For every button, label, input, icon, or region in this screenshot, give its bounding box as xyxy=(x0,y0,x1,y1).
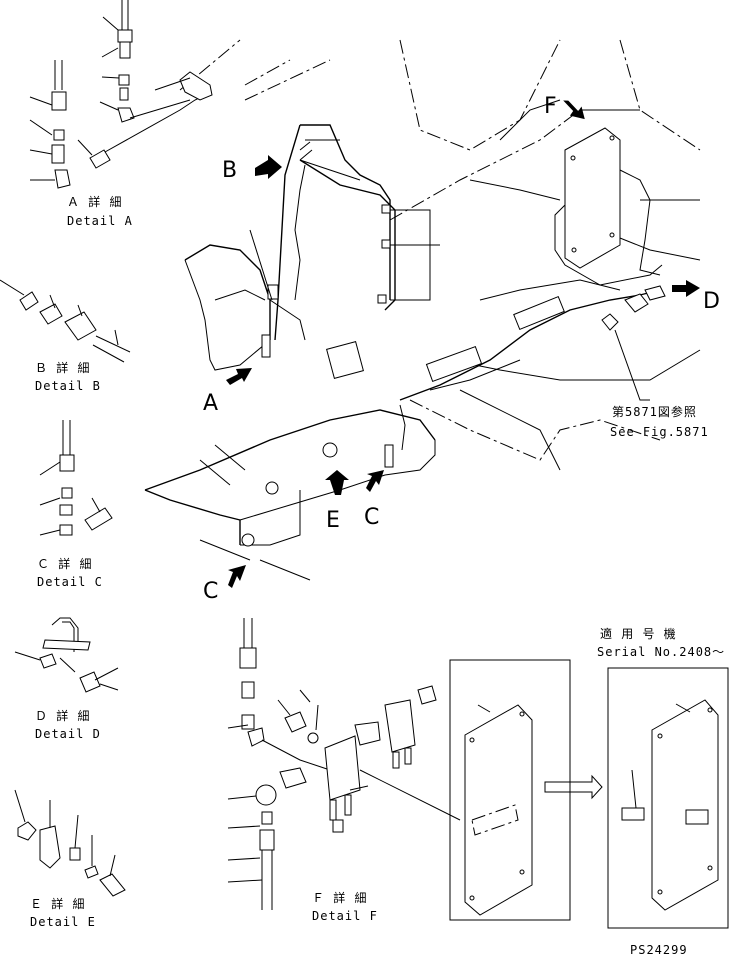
detail-b-caption-en: Detail B xyxy=(35,379,101,393)
view-arrows xyxy=(226,100,700,588)
detail-b-parts xyxy=(0,279,131,363)
view-label-b: B xyxy=(222,158,238,183)
detail-a-parts xyxy=(29,0,213,189)
detail-b-caption-jp: Ｂ 詳 細 xyxy=(35,361,91,375)
view-label-d: D xyxy=(703,289,720,314)
reference-jp: 第5871図参照 xyxy=(612,405,697,419)
detail-a-caption-en: Detail A xyxy=(67,214,133,228)
panel-before xyxy=(449,659,571,921)
view-label-c: C xyxy=(364,505,380,530)
detail-d-caption-en: Detail D xyxy=(35,727,101,741)
main-frame-outline xyxy=(144,39,701,581)
panel-after xyxy=(607,667,729,929)
grease-lines xyxy=(241,141,666,547)
view-label-e: E xyxy=(326,508,340,533)
detail-f-caption-jp: Ｆ 詳 細 xyxy=(312,891,368,905)
view-label-a: A xyxy=(203,391,219,416)
detail-f-parts xyxy=(227,618,461,910)
transition-arrow xyxy=(544,774,603,800)
detail-d-parts xyxy=(14,617,119,693)
view-label-c2: C xyxy=(203,579,219,604)
figure-number: PS24299 xyxy=(630,943,688,957)
serial-en: Serial No.2408～ xyxy=(597,645,726,659)
detail-e-caption-jp: Ｅ 詳 細 xyxy=(30,897,86,911)
grease-panel-f xyxy=(554,127,663,286)
serial-jp: 適 用 号 機 xyxy=(600,627,677,641)
detail-a-caption-jp: Ａ 詳 細 xyxy=(67,195,123,209)
detail-c-caption-jp: Ｃ 詳 細 xyxy=(37,557,93,571)
detail-c-caption-en: Detail C xyxy=(37,575,103,589)
view-label-f: F xyxy=(544,94,557,119)
reference-en: See Fig.5871 xyxy=(610,425,709,439)
detail-e-caption-en: Detail E xyxy=(30,915,96,929)
detail-c-parts xyxy=(39,420,113,536)
detail-e-parts xyxy=(14,789,126,897)
detail-d-caption-jp: Ｄ 詳 細 xyxy=(35,709,91,723)
detail-f-caption-en: Detail F xyxy=(312,909,378,923)
